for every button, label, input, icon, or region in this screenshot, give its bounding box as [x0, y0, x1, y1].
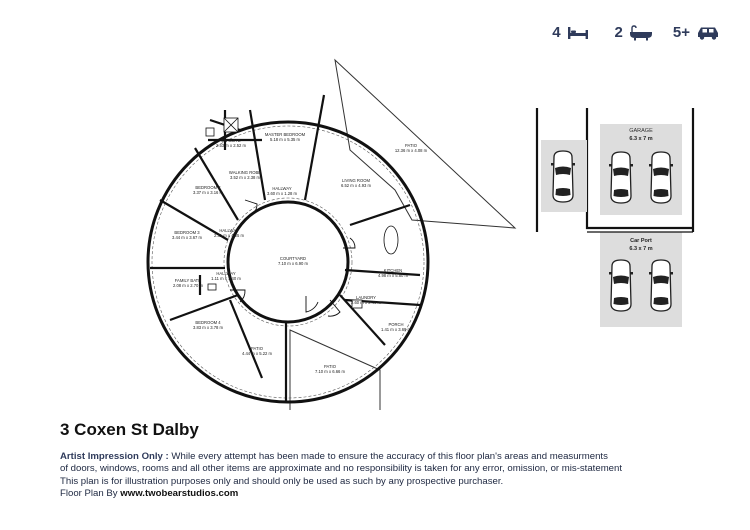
- ensuite-dims: 2.53 m x 2.52 m: [216, 143, 247, 148]
- kitchen-dims: 4.98 m x 5.80 m: [378, 273, 409, 278]
- laundry-name: LAUNDRY: [356, 295, 376, 300]
- patio-southeast: [289, 329, 381, 410]
- disclaimer: Artist Impression Only : While every att…: [60, 451, 720, 501]
- car-icon-garage-right: [648, 151, 674, 204]
- master-bedroom-dims: 5.18 m x 5.35 m: [270, 137, 301, 142]
- living-room-name: LIVING ROOM: [342, 178, 370, 183]
- porch-dims: 1.41 m x 3.69 m: [381, 327, 412, 332]
- credit-link[interactable]: www.twobearstudios.com: [120, 488, 239, 500]
- garage-carport-block: GARAGE 6.3 x 7 m Car Port 6.3 x 7 m: [535, 108, 695, 327]
- hallway-southwest-dims: 1.11 m x 1.40 m: [211, 276, 241, 281]
- courtyard-wall: [223, 197, 353, 327]
- master-bedroom-name: MASTER BEDROOM: [265, 132, 306, 137]
- property-summary: 4 2 5+: [552, 24, 720, 41]
- bedroom-count: 4: [552, 24, 561, 41]
- patio-southeast-dims: 7.10 m x 6.66 m: [315, 369, 346, 374]
- garage-dims: 6.3 x 7 m: [629, 136, 652, 142]
- car-icon-carport-left: [608, 259, 634, 312]
- bedroom-2-name: BEDROOM 2: [195, 185, 221, 190]
- bathtub-icon: [629, 24, 653, 41]
- car-icon: [696, 25, 720, 40]
- door-swings: [230, 199, 356, 317]
- hallway-west-name: HALLWAY: [219, 228, 238, 233]
- floor-plan: EN SUITE 2.53 m x 2.52 m MASTER BEDROOM …: [146, 58, 695, 410]
- laundry-dims: 2.60 m x 2.46 m: [351, 300, 382, 305]
- walkin-robe-dims: 3.52 m x 2.38 m: [230, 175, 261, 180]
- patio-northeast-dims: 12.36 m x 4.08 m: [395, 148, 428, 153]
- disclaimer-line-2: of doors, windows, rooms and all other i…: [60, 463, 623, 475]
- patio-south-name: PATIO: [251, 346, 264, 351]
- family-bath-name: FAMILY BATH: [175, 278, 202, 283]
- bedroom-4-name: BEDROOM 4: [195, 320, 221, 325]
- house-outer-wall: [146, 120, 430, 404]
- bedroom-4-dims: 3.83 m x 3.78 m: [193, 325, 224, 330]
- bedroom-3-name: BEDROOM 3: [174, 230, 200, 235]
- bedroom-2-dims: 3.37 m x 3.16 m: [193, 190, 224, 195]
- porch-name: PORCH: [388, 322, 403, 327]
- disclaimer-heading: Artist Impression Only :: [60, 451, 169, 462]
- room-labels: EN SUITE 2.53 m x 2.52 m MASTER BEDROOM …: [172, 132, 428, 374]
- walkin-robe-name: WALKING ROBE: [229, 170, 261, 175]
- hallway-north-name: HALLWAY: [272, 186, 291, 191]
- courtyard-dims: 7.10 m x 6.90 m: [278, 261, 309, 266]
- bedroom-3-dims: 3.44 m x 3.67 m: [172, 235, 203, 240]
- hallway-west-dims: 2.31 m x 4.25 m: [214, 233, 245, 238]
- family-bath-dims: 2.08 m x 2.70 m: [173, 283, 204, 288]
- living-room-dims: 6.52 m x 4.93 m: [341, 183, 372, 188]
- bed-icon: [567, 26, 589, 40]
- garage-name: GARAGE: [629, 128, 653, 134]
- courtyard-name: COURTYARD: [280, 256, 306, 261]
- ensuite-name: EN SUITE: [221, 138, 241, 143]
- hallway-southwest-name: HALLWAY: [216, 271, 235, 276]
- patio-northeast-name: PATIO: [405, 143, 418, 148]
- credit-prefix: Floor Plan By: [60, 488, 118, 500]
- property-address: 3 Coxen St Dalby: [60, 420, 199, 439]
- hallway-north-dims: 3.60 m x 1.28 m: [267, 191, 298, 196]
- carport-dims: 6.3 x 7 m: [629, 246, 652, 252]
- patio-southeast-name: PATIO: [324, 364, 337, 369]
- disclaimer-line-3: This plan is for illustration purposes o…: [60, 475, 504, 487]
- car-icon-carport-right: [648, 259, 674, 312]
- fixtures: [205, 117, 399, 309]
- bathroom-count: 2: [614, 24, 623, 41]
- patio-south-dims: 4.44 m x 5.22 m: [242, 351, 273, 356]
- disclaimer-line-1: While every attempt has been made to ens…: [171, 451, 608, 462]
- kitchen-name: KITCHEN: [384, 268, 402, 273]
- car-space-count: 5+: [672, 24, 690, 41]
- car-icon-open: [550, 150, 576, 203]
- carport-name: Car Port: [630, 238, 652, 244]
- car-icon-garage-left: [608, 151, 634, 204]
